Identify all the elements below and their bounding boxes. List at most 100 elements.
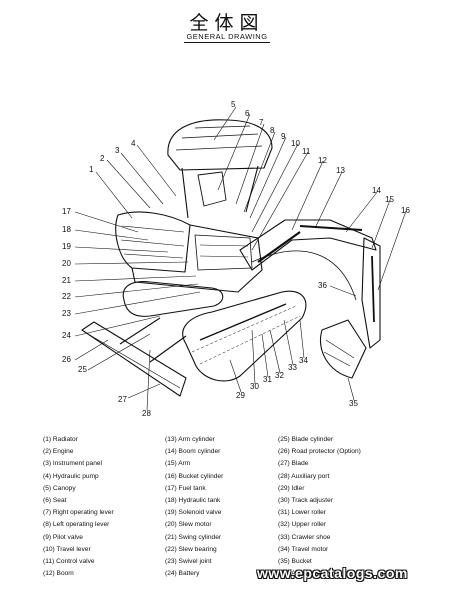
legend-item: (36) Auxiliary line xyxy=(278,570,329,578)
callout-21: 21 xyxy=(62,276,71,285)
legend-item: (31) Lower roller xyxy=(278,509,327,517)
excavator-diagram: 1 2 3 4 5 6 7 8 9 10 11 12 13 14 15 16 1… xyxy=(62,100,410,418)
legend-item: (11) Control valve xyxy=(43,558,95,566)
watermark: www.epcatalogs.com xyxy=(257,565,408,581)
legend-item: (3) Instrument panel xyxy=(43,460,103,468)
callout-4: 4 xyxy=(131,139,136,148)
legend-item: (12) Boom xyxy=(43,570,74,578)
boom-cylinder xyxy=(257,231,301,263)
legend-column-2: (13) Arm cylinder (14) Boom cylinder (15… xyxy=(165,434,223,580)
legend-item: (9) Pilot valve xyxy=(43,533,83,541)
subtitle-text: GENERAL DRAWING xyxy=(184,32,270,43)
callout-labels: 1 2 3 4 5 6 7 8 9 10 11 12 13 14 15 16 1… xyxy=(62,100,410,418)
legend-item: (16) Bucket cylinder xyxy=(165,472,224,480)
callout-28: 28 xyxy=(142,409,151,418)
legend-item: (5) Canopy xyxy=(43,484,76,492)
callout-24: 24 xyxy=(62,331,71,340)
callout-13: 13 xyxy=(336,166,345,175)
blade xyxy=(81,321,187,397)
engine-hood xyxy=(115,211,191,273)
legend-item: (7) Right operating lever xyxy=(43,509,114,517)
callout-9: 9 xyxy=(281,132,286,141)
callout-31: 31 xyxy=(263,375,272,384)
bucket xyxy=(320,319,367,379)
callout-36: 36 xyxy=(318,281,327,290)
callout-20: 20 xyxy=(62,259,71,268)
legend-column-3: (25) Blade cylinder (26) Road protector … xyxy=(278,434,361,580)
legend-item: (23) Swivel joint xyxy=(165,558,212,566)
callout-5: 5 xyxy=(231,100,236,109)
callout-29: 29 xyxy=(236,391,245,400)
legend-item: (32) Upper roller xyxy=(278,521,327,529)
callout-25: 25 xyxy=(78,365,87,374)
right-track xyxy=(182,290,307,382)
legend-item: (4) Hydraulic pump xyxy=(43,472,99,480)
boom xyxy=(239,219,377,271)
callout-15: 15 xyxy=(385,195,394,204)
legend-column-1: (1) Radiator (2) Engine (3) Instrument p… xyxy=(43,434,114,580)
legend-item: (18) Hydraulic tank xyxy=(165,497,221,505)
callout-14: 14 xyxy=(372,186,381,195)
legend-item: (17) Fuel tank xyxy=(165,484,206,492)
legend-item: (35) Bucket xyxy=(278,558,312,566)
blade-arm xyxy=(119,317,187,363)
auxiliary-line xyxy=(251,250,357,301)
callout-23: 23 xyxy=(62,309,71,318)
legend-item: (29) Idler xyxy=(278,484,305,492)
leader-lines xyxy=(74,106,407,411)
callout-18: 18 xyxy=(62,225,71,234)
callout-34: 34 xyxy=(299,356,308,365)
callout-32: 32 xyxy=(275,371,284,380)
legend-item: (19) Solenoid valve xyxy=(165,509,222,517)
legend-item: (6) Seat xyxy=(43,497,67,505)
title-japanese: 全体図 xyxy=(189,12,265,34)
callout-30: 30 xyxy=(250,382,259,391)
legend-item: (24) Battery xyxy=(165,570,200,578)
callout-11: 11 xyxy=(302,147,311,156)
callout-1: 1 xyxy=(89,165,94,174)
legend-item: (33) Crawler shoe xyxy=(278,533,331,541)
callout-10: 10 xyxy=(291,139,300,148)
callout-22: 22 xyxy=(62,292,71,301)
legend-item: (30) Track adjuster xyxy=(278,497,333,505)
excavator-illustration xyxy=(81,119,381,397)
callout-17: 17 xyxy=(62,207,71,216)
legend-item: (34) Travel motor xyxy=(278,545,329,553)
canopy-roof xyxy=(167,119,273,171)
callout-35: 35 xyxy=(349,399,358,408)
callout-16: 16 xyxy=(401,206,410,215)
callout-3: 3 xyxy=(115,146,120,155)
arm-cylinder xyxy=(299,225,363,231)
bucket-cylinder xyxy=(371,255,375,323)
callout-27: 27 xyxy=(118,395,127,404)
callout-19: 19 xyxy=(62,242,71,251)
legend-item: (13) Arm cylinder xyxy=(165,436,215,443)
callout-7: 7 xyxy=(259,118,264,127)
callout-2: 2 xyxy=(100,154,105,163)
legend-item: (22) Slew bearing xyxy=(165,545,217,553)
track-frame xyxy=(199,303,287,341)
callout-26: 26 xyxy=(62,355,71,364)
legend-item: (27) Blade xyxy=(278,460,309,468)
legend-item: (26) Road protector (Option) xyxy=(278,448,361,456)
legend-item: (2) Engine xyxy=(43,448,74,456)
arm xyxy=(361,237,381,349)
callout-6: 6 xyxy=(245,109,250,118)
legend-item: (25) Blade cylinder xyxy=(278,436,333,443)
seat xyxy=(197,171,227,207)
callout-8: 8 xyxy=(270,126,275,135)
callout-33: 33 xyxy=(288,363,297,372)
legend-item: (28) Auxiliary port xyxy=(278,472,330,480)
legend-item: (21) Swing cylinder xyxy=(165,533,222,541)
left-track xyxy=(122,281,224,317)
legend-item: (8) Left operating lever xyxy=(43,521,110,529)
legend-item: (10) Travel lever xyxy=(43,545,91,553)
callout-12: 12 xyxy=(318,156,327,165)
legend-item: (20) Slew motor xyxy=(165,521,212,529)
legend-item: (15) Arm xyxy=(165,460,191,468)
legend-item: (1) Radiator xyxy=(43,436,78,443)
upper-frame xyxy=(131,224,263,293)
canopy-pillar xyxy=(181,165,259,219)
legend-item: (14) Boom cylinder xyxy=(165,448,221,456)
general-drawing-subtitle: GENERAL DRAWING xyxy=(0,32,454,43)
